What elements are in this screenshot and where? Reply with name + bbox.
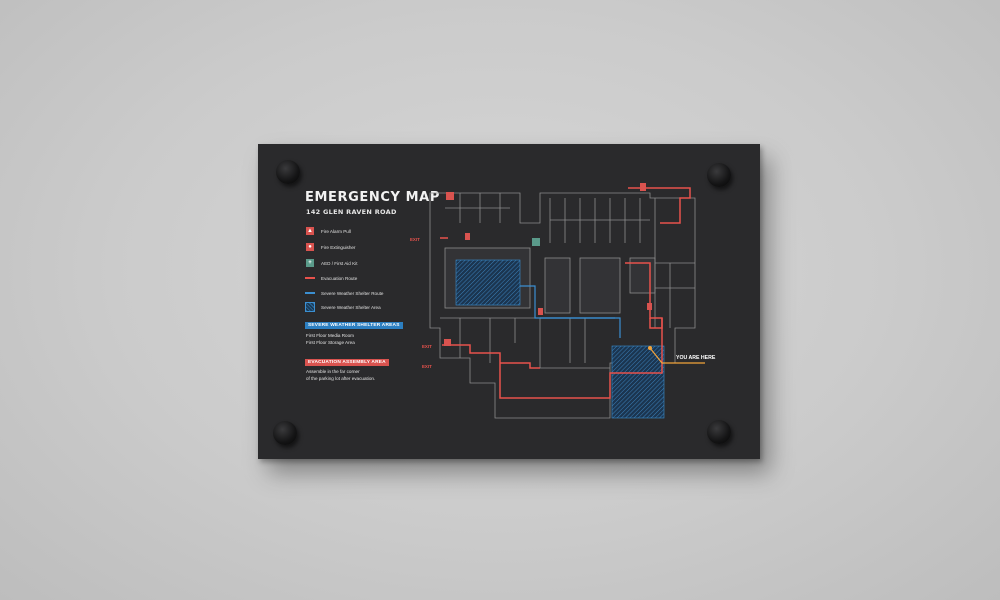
legend-label: AED / First Aid Kit <box>321 260 358 266</box>
aed-first-aid-icon: + <box>306 259 314 267</box>
exit-label-southwest-1: EXIT <box>422 344 432 349</box>
fire-extinguisher-icon <box>465 233 470 240</box>
you-are-here-marker: YOU ARE HERE <box>648 346 716 364</box>
fire-alarm-pull-icon: ▲ <box>306 227 314 235</box>
shelter-area-media-room <box>455 259 521 306</box>
shelter-line-1: First Floor Media Room <box>306 333 354 338</box>
legend-item-shelter-route: Severe Weather Shelter Route <box>305 288 383 298</box>
legend-item-aed: + AED / First Aid Kit <box>305 258 358 268</box>
standoff-bottom-right <box>707 420 731 444</box>
fire-equipment-markers <box>444 183 652 346</box>
you-are-here-label: YOU ARE HERE <box>676 355 716 361</box>
assembly-line-2: of the parking lot after evacuation. <box>306 376 376 381</box>
shelter-area-storage <box>611 345 665 419</box>
shelter-area-hatch-icon <box>305 302 315 312</box>
fire-extinguisher-icon: ● <box>306 243 314 251</box>
legend-label: Evacuation Route <box>321 275 358 281</box>
fire-extinguisher-icon <box>538 308 543 315</box>
standoff-top-right <box>707 163 731 187</box>
shelter-areas-heading: SEVERE WEATHER SHELTER AREAS <box>305 322 403 329</box>
legend-label: Severe Weather Shelter Route <box>321 290 384 296</box>
fire-extinguisher-icon <box>647 303 652 310</box>
floor-plan-map: YOU ARE HERE EXIT EXIT EXIT <box>410 183 716 419</box>
shelter-routes <box>520 285 621 338</box>
legend-item-fire-alarm: ▲ Fire Alarm Pull <box>305 226 351 236</box>
shelter-route-line-icon <box>305 292 315 294</box>
fire-alarm-pull-icon <box>446 192 454 200</box>
legend-label: Fire Extinguisher <box>321 244 356 250</box>
sign-title: EMERGENCY MAP <box>305 190 440 205</box>
exit-label-west: EXIT <box>410 237 420 242</box>
legend-label: Severe Weather Shelter Area <box>321 304 381 310</box>
legend-item-shelter-area: Severe Weather Shelter Area <box>305 302 381 312</box>
fire-extinguisher-icon <box>640 183 646 191</box>
standoff-bottom-left <box>273 421 297 445</box>
fire-alarm-pull-icon <box>444 339 451 346</box>
standoff-top-left <box>276 160 300 184</box>
assembly-line-1: Assemble in the far corner <box>306 369 360 374</box>
legend-label: Fire Alarm Pull <box>321 228 351 234</box>
sign-address: 142 GLEN RAVEN ROAD <box>306 208 397 216</box>
exit-labels: EXIT EXIT EXIT <box>410 237 432 369</box>
legend-item-evacuation-route: Evacuation Route <box>305 273 357 283</box>
aed-first-aid-icon <box>532 238 540 246</box>
assembly-area-heading: EVACUATION ASSEMBLY AREA <box>305 359 389 366</box>
exit-label-southwest-2: EXIT <box>422 364 432 369</box>
legend-item-fire-extinguisher: ● Fire Extinguisher <box>305 242 355 252</box>
evacuation-route-line-icon <box>305 277 315 279</box>
shelter-line-2: First Floor Storage Area <box>306 340 355 345</box>
